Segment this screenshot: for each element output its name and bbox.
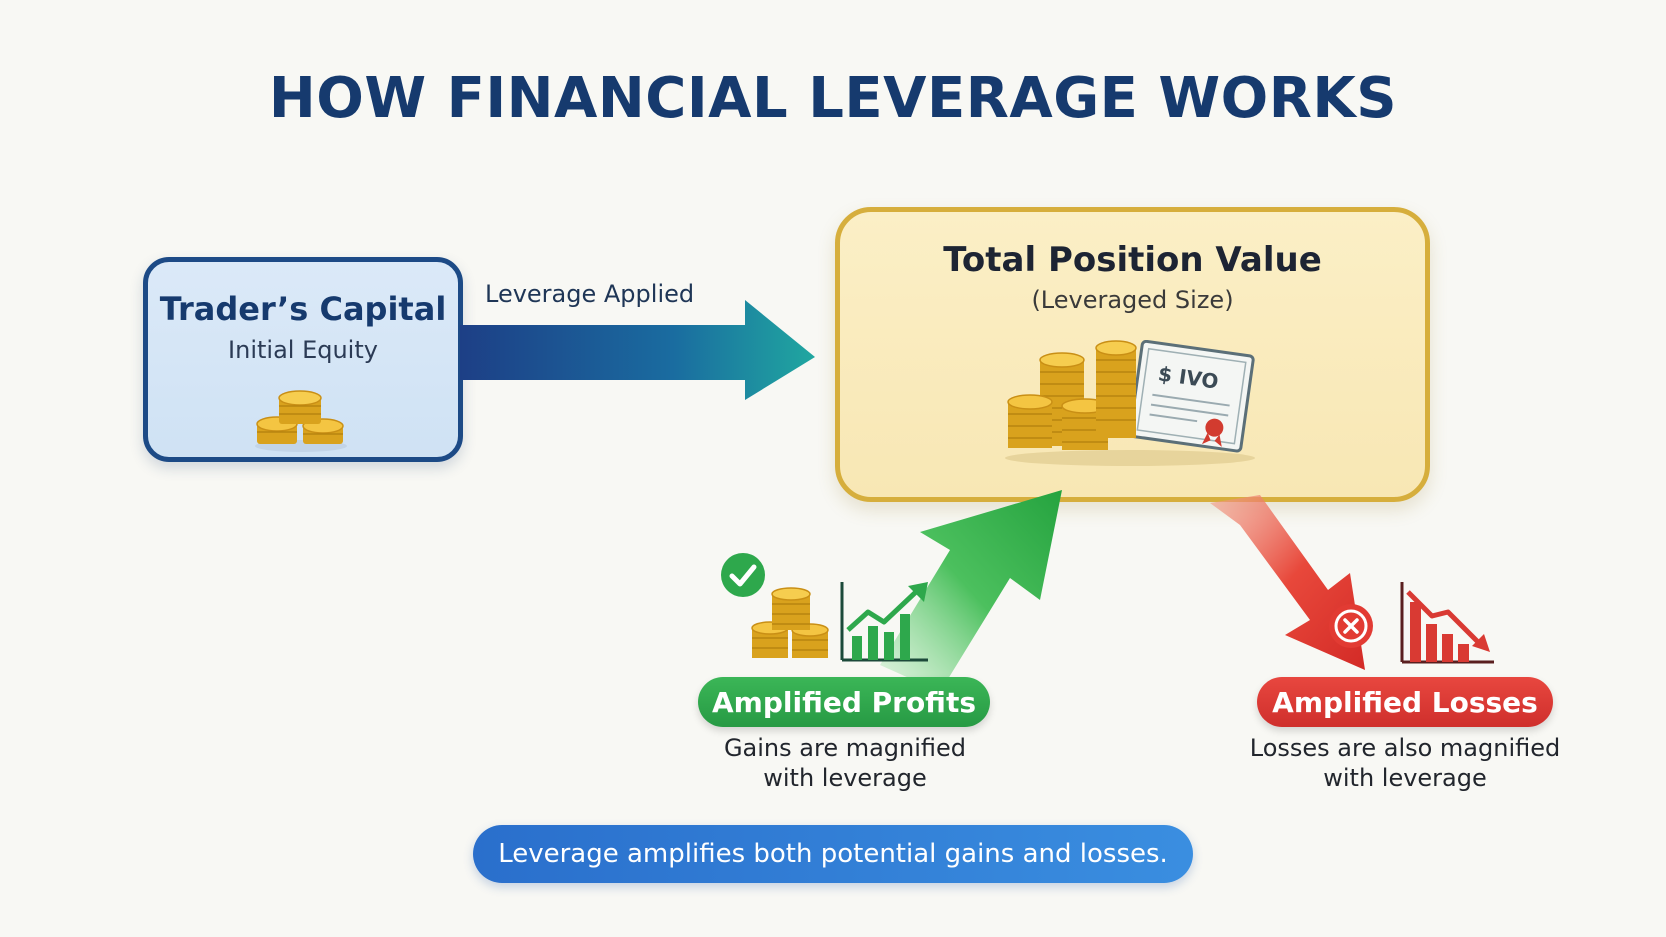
losses-description-line2: with leverage (1323, 764, 1487, 792)
leverage-arrow (460, 300, 815, 400)
loss-chart-icon (1400, 582, 1494, 664)
profits-description: Gains are magnified with leverage (660, 733, 1030, 793)
close-icon (1329, 604, 1373, 648)
losses-description: Losses are also magnified with leverage (1210, 733, 1600, 793)
traders-capital-box: Trader’s Capital Initial Equity (143, 257, 463, 462)
coin-stack-icon (255, 390, 347, 452)
amplified-losses-badge: Amplified Losses (1257, 677, 1553, 727)
loss-arrow (1210, 495, 1365, 670)
losses-description-line1: Losses are also magnified (1249, 734, 1561, 762)
capital-subtitle: Initial Equity (228, 336, 378, 364)
capital-title: Trader’s Capital (159, 290, 447, 328)
check-icon (721, 553, 765, 597)
position-title: Total Position Value (943, 240, 1322, 280)
profits-description-line2: with leverage (763, 764, 927, 792)
amplified-profits-badge: Amplified Profits (698, 677, 990, 727)
position-subtitle: (Leveraged Size) (1031, 286, 1234, 314)
page-title: HOW FINANCIAL LEVERAGE WORKS (268, 66, 1398, 131)
profit-chart-icon (751, 582, 928, 662)
leverage-applied-label: Leverage Applied (485, 280, 695, 308)
coins-and-certificate-icon: $ IVO (1005, 340, 1255, 466)
profits-description-line1: Gains are magnified (723, 734, 967, 762)
total-position-box: Total Position Value (Leveraged Size) $ … (835, 207, 1430, 502)
summary-banner: Leverage amplifies both potential gains … (473, 825, 1193, 883)
profit-arrow (880, 490, 1062, 692)
